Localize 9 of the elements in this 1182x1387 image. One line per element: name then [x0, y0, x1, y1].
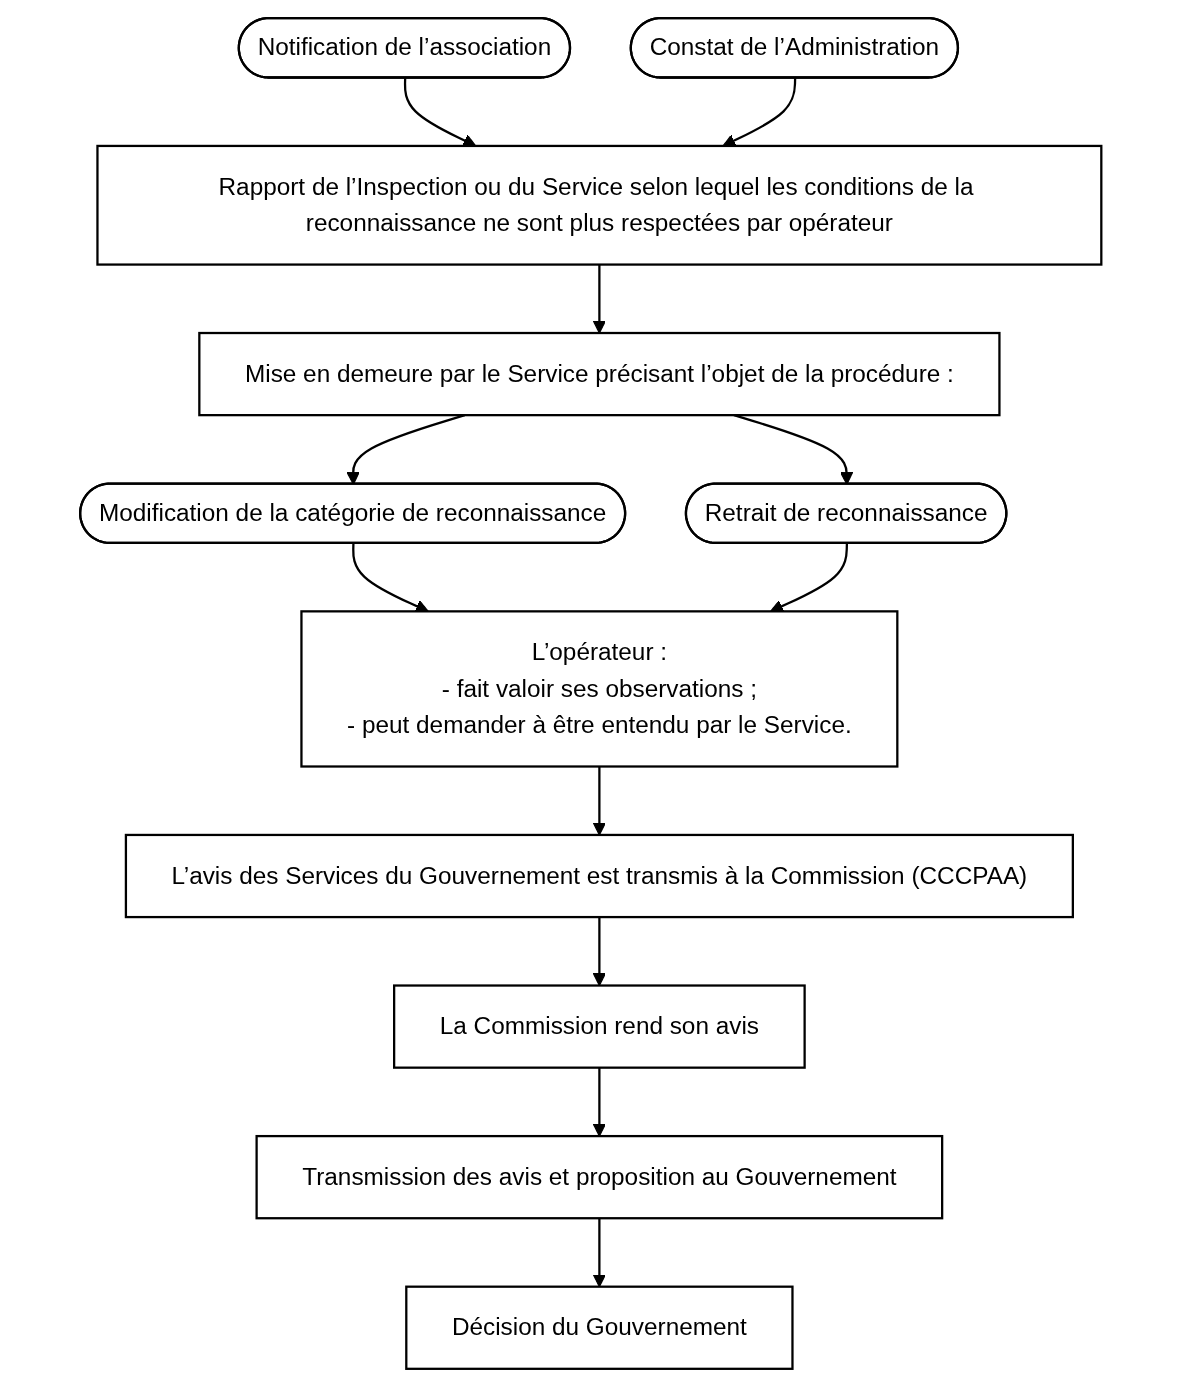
arrow: [592, 1067, 607, 1137]
node-box: Transmission des avis et proposition au Gouvernement: [255, 1134, 944, 1220]
node-box: La Commission rend son avis: [393, 984, 806, 1069]
node-box: Mise en demeure par le Service précisant l’objet de la procédure :: [198, 331, 1001, 417]
node-box: L’avis des Services du Gouvernement est transmis à la Commission (CCCPAA): [125, 833, 1075, 919]
node-box: Rapport de l’Inspection ou du Service selon lequel les conditions de la reconnaissance ne sont plus respectées par opérateur: [96, 144, 1103, 266]
node-box: L’opérateur : - fait valoir ses observations ; - peut demander à être entendu par le Service.: [300, 610, 899, 768]
node-box: Décision du Gouvernement: [405, 1285, 794, 1370]
arrow: [592, 264, 607, 334]
